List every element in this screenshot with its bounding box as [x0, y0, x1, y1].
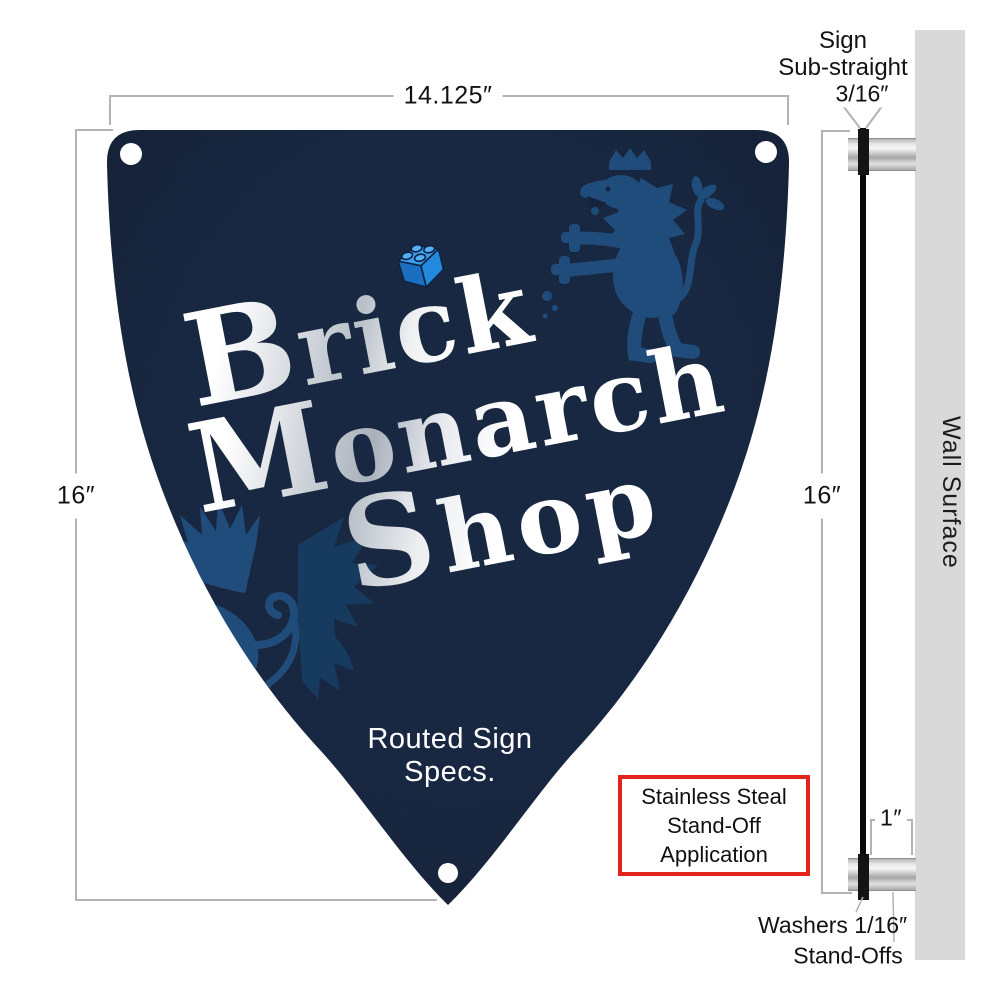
- callout-line-1: Stainless Steal: [641, 784, 787, 809]
- sign-substraight-line-1: Sign: [818, 27, 868, 54]
- width-dim-tick-left: [109, 95, 111, 125]
- standoff-dim-tick-left: [870, 819, 872, 855]
- height-dimension-label-right: 16″: [799, 473, 845, 519]
- lion-rampant-icon: [542, 148, 725, 363]
- subtitle-line-1: Routed Sign: [367, 723, 533, 755]
- height-right-tick-bottom: [821, 892, 852, 894]
- callout-line-2: Stand-Off: [667, 813, 761, 838]
- lego-brick-icon: [397, 243, 445, 288]
- callout-line-3: Application: [660, 842, 768, 867]
- standoff-dim-tick-right: [911, 819, 913, 855]
- mounting-hole: [120, 143, 142, 165]
- washer-top: [858, 129, 869, 175]
- height-left-tick-bottom: [75, 899, 437, 901]
- width-dimension-label: 14.125″: [393, 79, 503, 113]
- subtitle-line-2: Specs.: [404, 756, 496, 788]
- wall-surface: [915, 30, 965, 960]
- height-right-tick-top: [821, 130, 850, 132]
- wall-surface-label: Wall Surface: [937, 416, 965, 569]
- sign-thickness-label: 3/16″: [831, 80, 893, 108]
- washer-bottom: [858, 854, 869, 900]
- sign-substraight-line-2: Sub-straight: [778, 54, 908, 81]
- standoff-application-callout: Stainless Steal Stand-Off Application: [618, 775, 810, 876]
- standoffs-label: Stand-Offs: [793, 942, 903, 969]
- height-left-tick-top: [75, 129, 113, 131]
- mounting-hole: [438, 863, 458, 883]
- mounting-hole: [755, 141, 777, 163]
- height-dimension-label-left: 16″: [53, 473, 99, 519]
- sign-edge-profile: [860, 128, 866, 898]
- sign-substraight-label: Sign Sub-straight: [778, 27, 907, 81]
- sign-subtitle: Routed Sign Specs.: [298, 723, 602, 789]
- width-dim-tick-right: [787, 95, 789, 125]
- washers-label: Washers 1/16″: [758, 912, 908, 938]
- standoff-dimension-label: 1″: [875, 803, 907, 833]
